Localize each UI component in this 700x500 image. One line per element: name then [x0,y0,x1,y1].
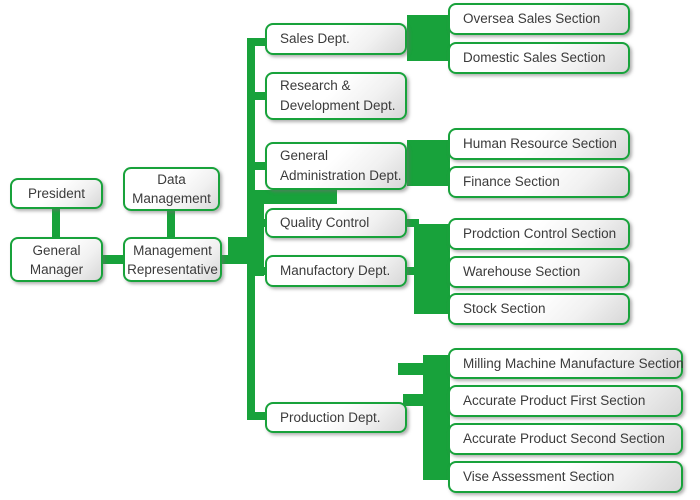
node-label: Oversea Sales Section [463,11,601,26]
stub-sales-dept-connector [247,38,268,46]
node-domestic-sales-section: Domestic Sales Section [448,42,630,74]
node-label: Research & [280,78,351,93]
general-manager-to-management-representative-connector [100,255,126,264]
node-manufactory-dept: Manufactory Dept. [265,255,407,287]
stub-general-administration-dept-connector [247,162,268,170]
stub-manufactory-dept-connector [247,267,268,275]
node-label: Accurate Product Second Section [463,431,665,446]
manufactory-sections-bar-connector [414,224,450,314]
node-label: Prodction Control Section [463,226,617,241]
node-label: Human Resource Section [463,136,617,151]
node-stock-section: Stock Section [448,293,630,325]
node-label: Sales Dept. [280,31,350,46]
node-label: General [280,148,329,163]
block-qualitycontrol-manufactory-connector [228,237,256,263]
node-prodction-control-section: Prodction Control Section [448,218,630,250]
node-president: President [10,178,103,209]
node-label: Data [157,172,186,187]
node-label: Milling Machine Manufacture Section [463,355,684,371]
node-label: Manufactory Dept. [280,263,391,278]
sales-sections-block-connector [407,15,450,61]
genadmin-sections-block-connector [407,140,450,186]
node-label: Development Dept. [280,98,396,113]
production-bar-stub-1-connector [398,363,423,375]
manufactory-bar-stub-connector [407,267,419,275]
node-label: Vise Assessment Section [463,469,615,484]
node-label: Quality Control [280,215,370,230]
node-warehouse-section: Warehouse Section [448,256,630,288]
node-milling-machine-manufacture-section: Milling Machine Manufacture Section [448,348,684,379]
node-label: Management [132,191,211,206]
node-label: Administration Dept. [280,168,402,183]
data-management-to-management-representative-connector [167,203,175,242]
node-label: Domestic Sales Section [463,50,606,65]
node-label: Production Dept. [280,409,381,425]
node-finance-section: Finance Section [448,166,630,198]
stub-research-development-dept-connector [247,92,268,100]
node-label: Warehouse Section [463,264,581,279]
node-label: Finance Section [463,174,560,189]
node-accurate-product-first-section: Accurate Product First Section [448,385,683,417]
node-accurate-product-second-section: Accurate Product Second Section [448,423,683,455]
node-label: Representative [127,261,218,277]
production-sections-bar-connector [423,355,450,480]
node-oversea-sales-section: Oversea Sales Section [448,3,630,35]
node-label: President [27,186,86,201]
node-label: Manager [29,261,84,277]
node-label: Stock Section [463,301,546,316]
node-sales-dept: Sales Dept. [265,23,407,55]
stub-production-dept-connector [247,412,268,420]
quality-control-bar-stub-connector [407,219,419,227]
node-research-development-dept: Research & Development Dept. [265,72,407,120]
stub-quality-control-connector [247,219,268,227]
block-genadmin-qualitycontrol-connector [250,190,337,204]
node-label: Management [133,242,212,258]
node-human-resource-section: Human Resource Section [448,128,630,160]
president-to-general-manager-connector [52,200,60,242]
node-vise-assessment-section: Vise Assessment Section [448,461,683,493]
node-production-dept: Production Dept. [265,402,407,433]
production-bar-stub-2-connector [403,394,423,406]
node-label: General [32,242,81,258]
node-quality-control: Quality Control [265,208,407,238]
node-label: Accurate Product First Section [463,393,646,408]
